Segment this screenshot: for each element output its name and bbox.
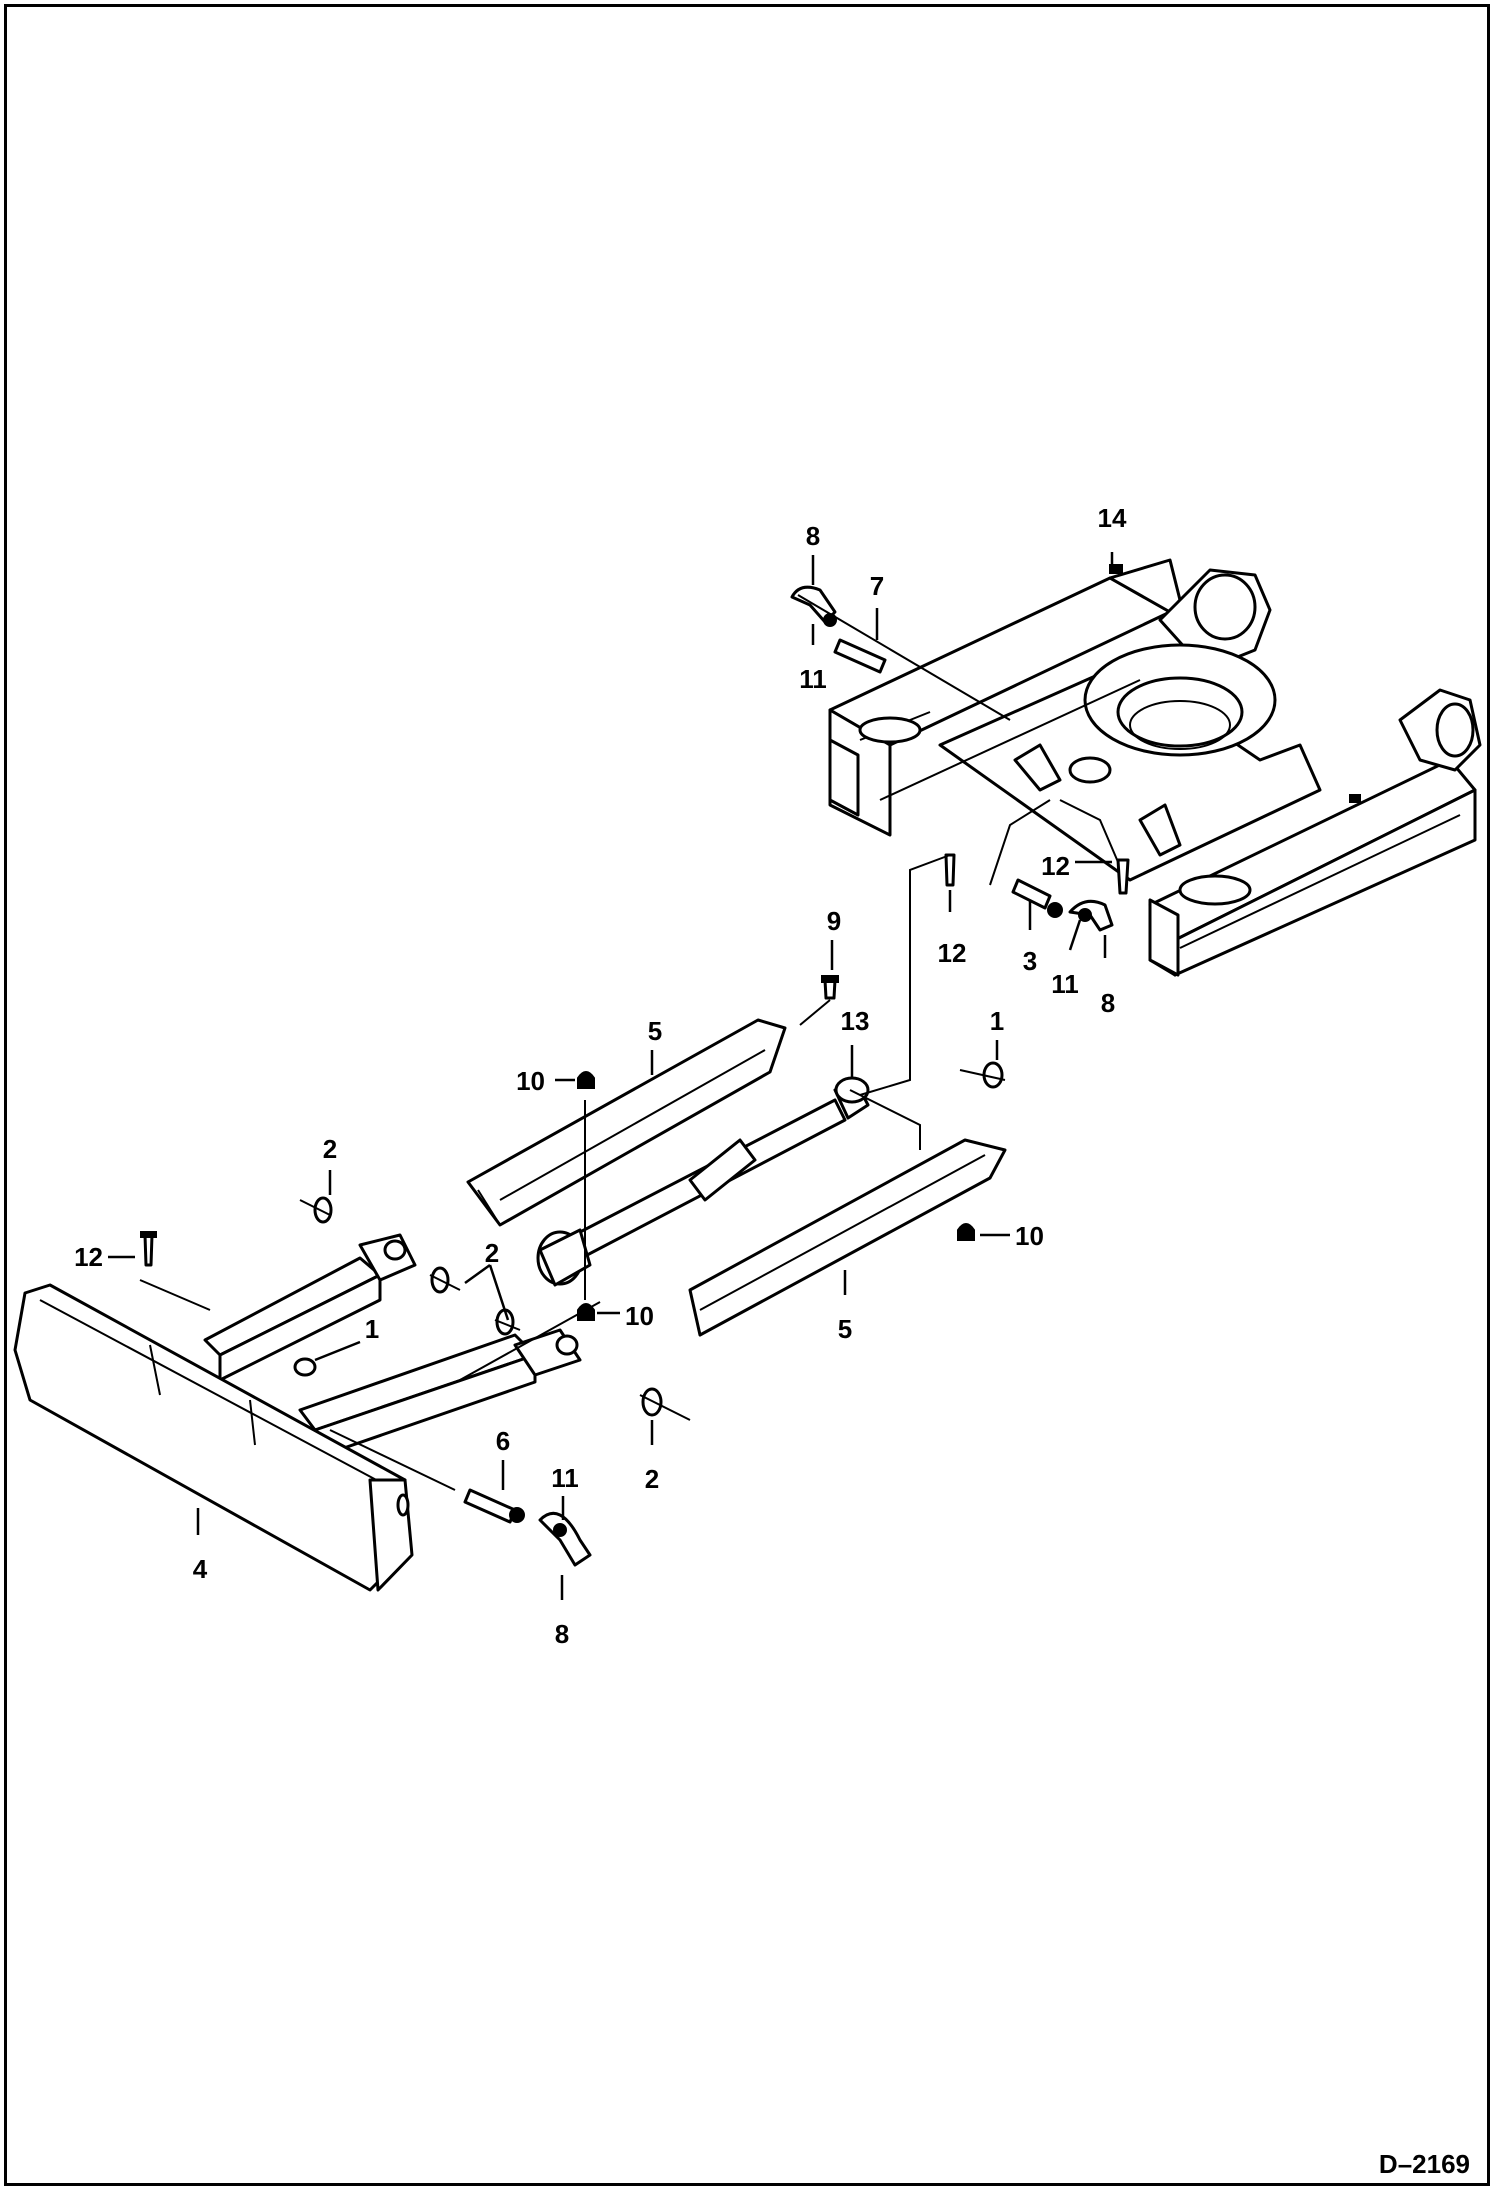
undercarriage-frame (828, 558, 1482, 977)
pin-7 (833, 638, 887, 674)
callout-4: 4 (193, 1554, 208, 1584)
blade-arm-upper (203, 1233, 417, 1382)
callout-14: 14 (1098, 503, 1127, 533)
callout-1-left: 1 (365, 1314, 379, 1344)
washer-1-left (293, 1357, 317, 1377)
bolt-12-frame-right (1116, 858, 1130, 895)
lock-pin-8-bottom (538, 1511, 592, 1567)
dozer-blade-4 (13, 1283, 414, 1592)
bolt-9 (821, 975, 839, 1000)
pin-6 (463, 1488, 525, 1524)
callout-5-upper: 5 (648, 1016, 662, 1046)
figure-border (4, 4, 1490, 2186)
callout-10-lower: 10 (625, 1301, 654, 1331)
callout-11-top: 11 (799, 664, 827, 694)
callout-13: 13 (841, 1006, 870, 1036)
callout-10-right: 10 (1015, 1221, 1044, 1251)
callout-9: 9 (827, 906, 841, 936)
callout-2-upper: 2 (323, 1134, 337, 1164)
callout-12-frame-left: 12 (938, 938, 967, 968)
callout-12-blade: 12 (74, 1242, 103, 1272)
bolt-12-frame-left (944, 853, 956, 887)
leader-lines (108, 552, 1114, 1600)
cover-5-lower (688, 1138, 1007, 1337)
callout-3: 3 (1023, 946, 1037, 976)
callout-2-lower: 2 (645, 1464, 659, 1494)
callout-12-frame-right: 12 (1041, 851, 1070, 881)
alignment-lines (139, 594, 1119, 1491)
callout-11-right: 11 (1051, 969, 1079, 999)
callout-8-right: 8 (1101, 988, 1115, 1018)
nut-10-top (577, 1071, 595, 1089)
bolt-12-blade (140, 1231, 157, 1267)
figure-id: D–2169 (1378, 2149, 1470, 2179)
callout-labels: 14 8 7 11 12 12 3 11 8 9 13 1 5 10 10 10… (74, 503, 1127, 1649)
callout-10-top: 10 (516, 1066, 545, 1096)
pin-3 (1011, 878, 1063, 918)
callout-5-lower: 5 (838, 1314, 852, 1344)
callout-6: 6 (496, 1426, 510, 1456)
blade-arm-lower (298, 1328, 582, 1460)
callout-11-bottom: 11 (551, 1463, 579, 1493)
lock-pin-8-top (790, 585, 837, 627)
cover-5-upper (466, 1018, 787, 1227)
callout-1-right: 1 (990, 1006, 1004, 1036)
washer-2-upper (313, 1196, 333, 1224)
callout-2-mid: 2 (485, 1238, 499, 1268)
callout-8-top: 8 (806, 521, 820, 551)
callout-8-bottom: 8 (555, 1619, 569, 1649)
callout-7: 7 (870, 571, 884, 601)
nut-10-right (957, 1223, 975, 1241)
lock-pin-8-right (1068, 899, 1114, 932)
